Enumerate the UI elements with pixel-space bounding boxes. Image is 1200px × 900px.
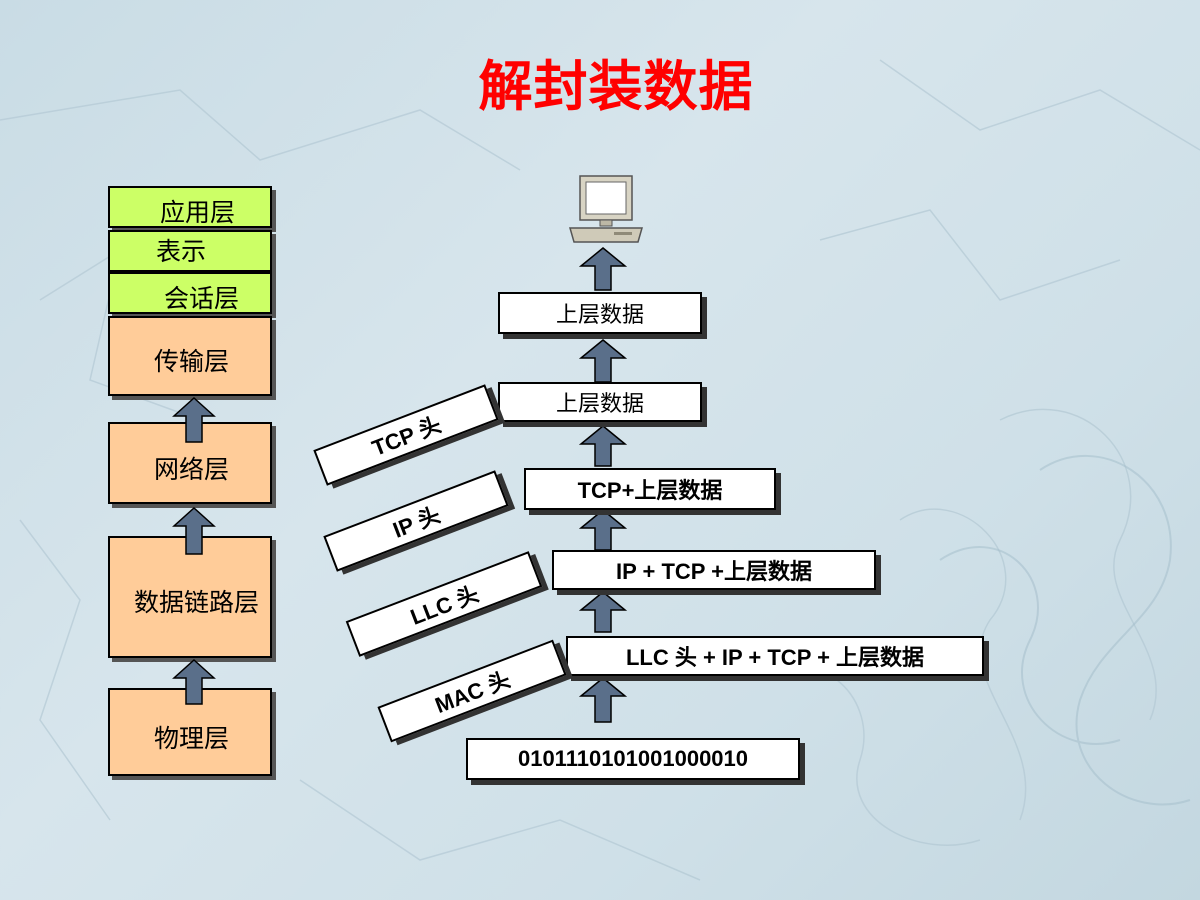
layer-label: 数据链路层 [134,588,260,617]
up-arrow-icon [172,506,216,555]
packet-label: 上层数据 [555,392,644,417]
up-arrow-icon [172,396,216,443]
layer-session: 会话层 [108,272,272,314]
layer-data-link: 数据链路层 [108,536,272,658]
page-title: 解封装数据 [478,55,754,118]
up-arrow-icon [579,677,627,723]
layer-label: 传输层 [154,347,230,376]
packet-upper-data-top: 上层数据 [498,292,702,334]
up-arrow-icon [172,658,216,705]
packet-label: LLC 头 + IP + TCP + 上层数据 [625,645,925,670]
packet-label: TCP+上层数据 [577,478,723,503]
packet-upper-data: 上层数据 [498,382,702,422]
up-arrow-icon [579,509,627,551]
layer-label: 物理层 [154,724,230,753]
up-arrow-icon [579,591,627,633]
packet-llc-frame: LLC 头 + IP + TCP + 上层数据 [566,636,984,676]
up-arrow-icon [579,247,627,291]
packet-label: 上层数据 [555,303,644,328]
layer-label: 网络层 [154,455,230,484]
packet-ip-packet: IP + TCP +上层数据 [552,550,876,590]
layer-label: 应用层 [160,198,236,227]
up-arrow-icon [579,425,627,467]
packet-label: IP + TCP +上层数据 [615,559,813,584]
packet-bits: 0101110101001000010 [466,738,800,780]
packet-label: 0101110101001000010 [517,746,749,771]
layer-transport: 传输层 [108,316,272,396]
up-arrow-icon [579,339,627,383]
packet-tcp-segment: TCP+上层数据 [524,468,776,510]
layer-label: 会话层 [164,284,240,313]
layer-application: 应用层 [108,186,272,228]
computer-icon [569,175,643,243]
layer-presentation: 表示层 [108,230,272,296]
